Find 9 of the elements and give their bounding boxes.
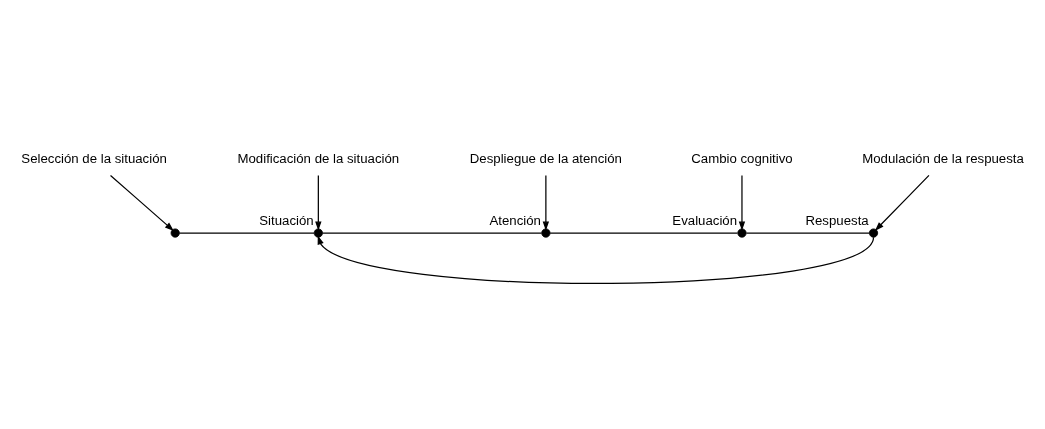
node-text: Selección de la situación bbox=[21, 151, 167, 167]
node-label: Respuesta bbox=[805, 212, 869, 228]
node-text: Despliegue de la atención bbox=[469, 151, 622, 167]
node-text: Cambio cognitivo bbox=[691, 151, 793, 167]
node-label: Evaluación bbox=[672, 212, 738, 228]
node-text: Modulación de la respuesta bbox=[862, 151, 1024, 167]
node-label: Atención bbox=[489, 212, 541, 228]
node-text: Modificación de la situación bbox=[237, 151, 400, 167]
node-label: Situación bbox=[259, 212, 314, 228]
